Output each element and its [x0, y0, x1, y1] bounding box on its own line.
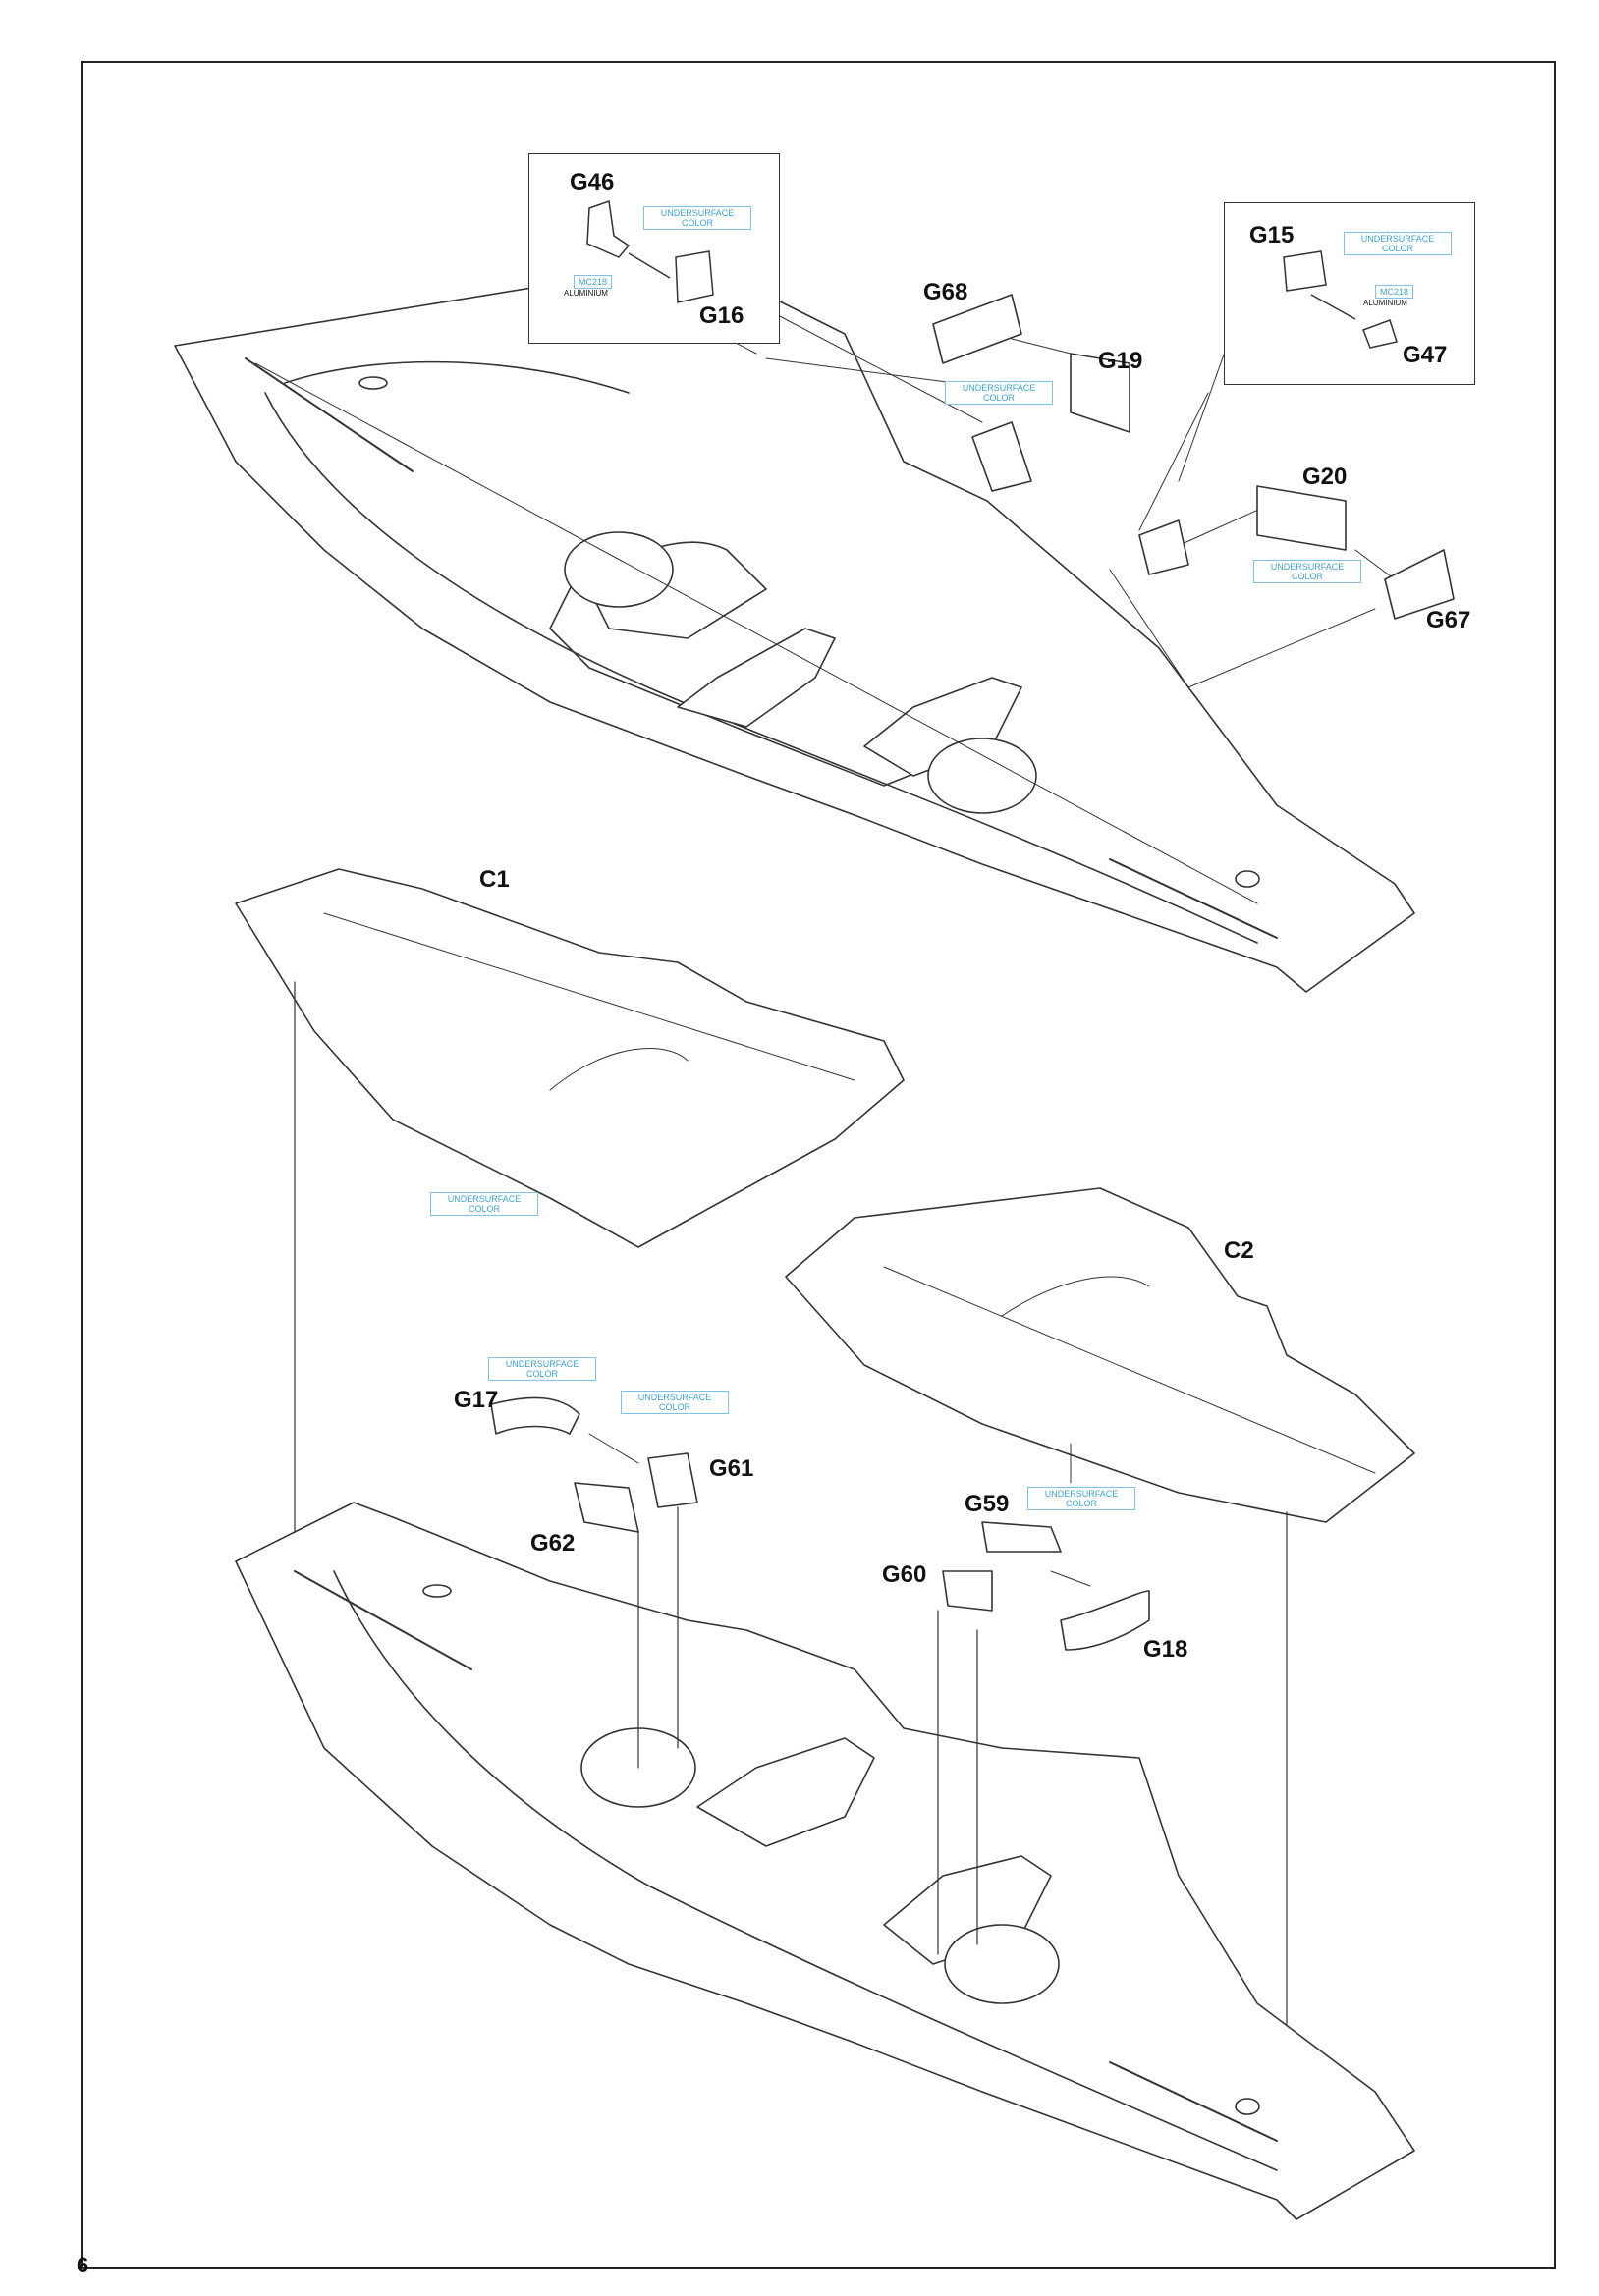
- upper-wing-radiator: [677, 628, 836, 728]
- part-c2-detail: [883, 1266, 1376, 1474]
- callout-undersurface-g20: UNDERSURFACE COLOR: [1253, 560, 1361, 583]
- part-c1-detail: [323, 912, 855, 1091]
- arrow-g59: [1050, 1570, 1091, 1587]
- label-g16: G16: [699, 302, 744, 329]
- callout-undersurface-c1: UNDERSURFACE COLOR: [430, 1192, 538, 1216]
- label-g62: G62: [530, 1530, 576, 1557]
- lower-wing-aileron-line: [1109, 2061, 1278, 2142]
- part-g-boss-left: [971, 421, 1032, 492]
- upper-wheel-well-right: [927, 738, 1037, 814]
- label-g46: G46: [570, 169, 615, 195]
- label-g15: G15: [1249, 222, 1295, 248]
- lower-wing-light-left: [422, 1584, 452, 1598]
- arrow-g19: [1011, 338, 1072, 355]
- upper-wing-inner-line: [264, 392, 1258, 944]
- part-g20-shape: [1256, 485, 1347, 551]
- part-g19-shape: [1070, 353, 1130, 433]
- label-g67: G67: [1426, 607, 1471, 633]
- page-number: 6: [77, 2253, 89, 2277]
- lower-wing-radiator: [696, 1737, 875, 1847]
- callout-undersurface-g15: UNDERSURFACE COLOR: [1344, 232, 1452, 255]
- part-g61-shape: [647, 1452, 698, 1508]
- label-g18: G18: [1143, 1636, 1188, 1663]
- lower-wing-inner-line: [333, 1570, 1278, 2171]
- lower-wing-pitot: [294, 1570, 472, 1670]
- callout-undersurface-g19: UNDERSURFACE COLOR: [945, 381, 1053, 405]
- label-g17: G17: [454, 1387, 499, 1413]
- part-c2-outline: [785, 1187, 1415, 1523]
- part-g59-shape: [981, 1521, 1062, 1553]
- label-c2: C2: [1224, 1237, 1254, 1264]
- lower-wing-light-right: [1235, 2098, 1260, 2115]
- part-c1-outline: [235, 868, 905, 1248]
- label-g20: G20: [1302, 464, 1348, 490]
- part-g17-shape: [490, 1396, 580, 1435]
- leader-g15-area: [1138, 343, 1229, 531]
- callout-box-g46-g16: [528, 153, 780, 344]
- note-aluminium-g15: ALUMINIUM: [1363, 299, 1407, 307]
- label-g68: G68: [923, 279, 968, 305]
- label-g60: G60: [882, 1561, 927, 1588]
- upper-wing-aileron-line: [1109, 858, 1278, 939]
- callout-undersurface-g61: UNDERSURFACE COLOR: [621, 1391, 729, 1414]
- label-g47: G47: [1403, 342, 1448, 368]
- part-g60-shape: [942, 1570, 993, 1612]
- upper-wing-edge-detail: [254, 362, 1258, 904]
- label-g19: G19: [1098, 348, 1143, 374]
- upper-wheel-well-left: [564, 531, 674, 608]
- callout-mc218-g15: MC218: [1375, 285, 1414, 299]
- upper-wing-fairing: [284, 360, 630, 394]
- callout-undersurface-g46: UNDERSURFACE COLOR: [643, 206, 751, 230]
- callout-undersurface-g17: UNDERSURFACE COLOR: [488, 1357, 596, 1381]
- label-c1: C1: [479, 866, 510, 893]
- upper-wing-pitot: [245, 357, 414, 472]
- upper-wing-radiator-2: [863, 677, 1022, 777]
- arrow-g17: [588, 1433, 639, 1464]
- arrow-g67: [1354, 549, 1396, 580]
- lower-wing-outline: [235, 1502, 1415, 2220]
- part-g67-shape: [1384, 549, 1455, 620]
- callout-undersurface-g59: UNDERSURFACE COLOR: [1027, 1487, 1135, 1510]
- note-aluminium-g46: ALUMINIUM: [564, 289, 608, 298]
- leader-g20-area: [1109, 569, 1376, 688]
- arrow-g20: [1168, 505, 1268, 551]
- part-mount-g20: [1138, 519, 1189, 575]
- part-g18-shape: [1060, 1590, 1150, 1651]
- page-frame: [81, 61, 1556, 2269]
- lower-wheel-well-right: [944, 1924, 1060, 2004]
- callout-mc218-g46: MC218: [574, 275, 613, 289]
- upper-wing-light-right: [1235, 870, 1260, 888]
- label-g61: G61: [709, 1455, 754, 1482]
- label-g59: G59: [965, 1491, 1010, 1517]
- part-g68-shape: [932, 294, 1022, 364]
- upper-wing-light-left: [358, 376, 388, 390]
